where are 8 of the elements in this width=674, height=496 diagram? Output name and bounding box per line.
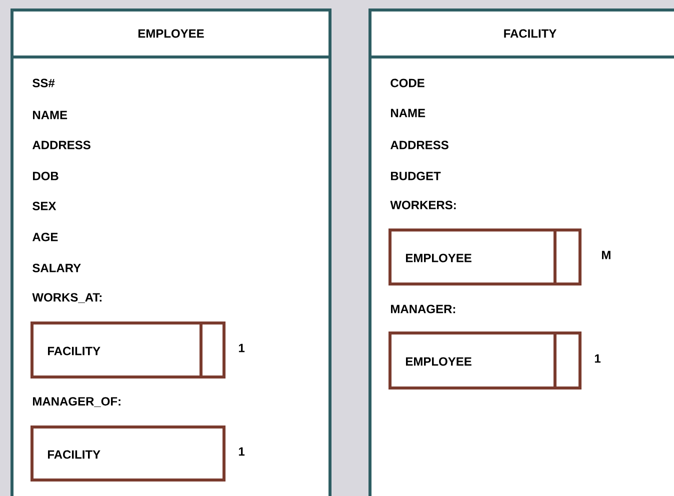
cardinality-label: 1 bbox=[238, 344, 245, 352]
attribute-box: EMPLOYEE bbox=[388, 228, 582, 286]
cardinality-label: M bbox=[602, 250, 610, 260]
attribute-box: EMPLOYEE bbox=[388, 332, 582, 390]
cardinality-label: 1 bbox=[238, 447, 245, 456]
attribute-box: FACILITY bbox=[30, 322, 226, 378]
attribute-box: FACILITY bbox=[30, 426, 226, 482]
cardinality-label: 1 bbox=[594, 354, 601, 363]
